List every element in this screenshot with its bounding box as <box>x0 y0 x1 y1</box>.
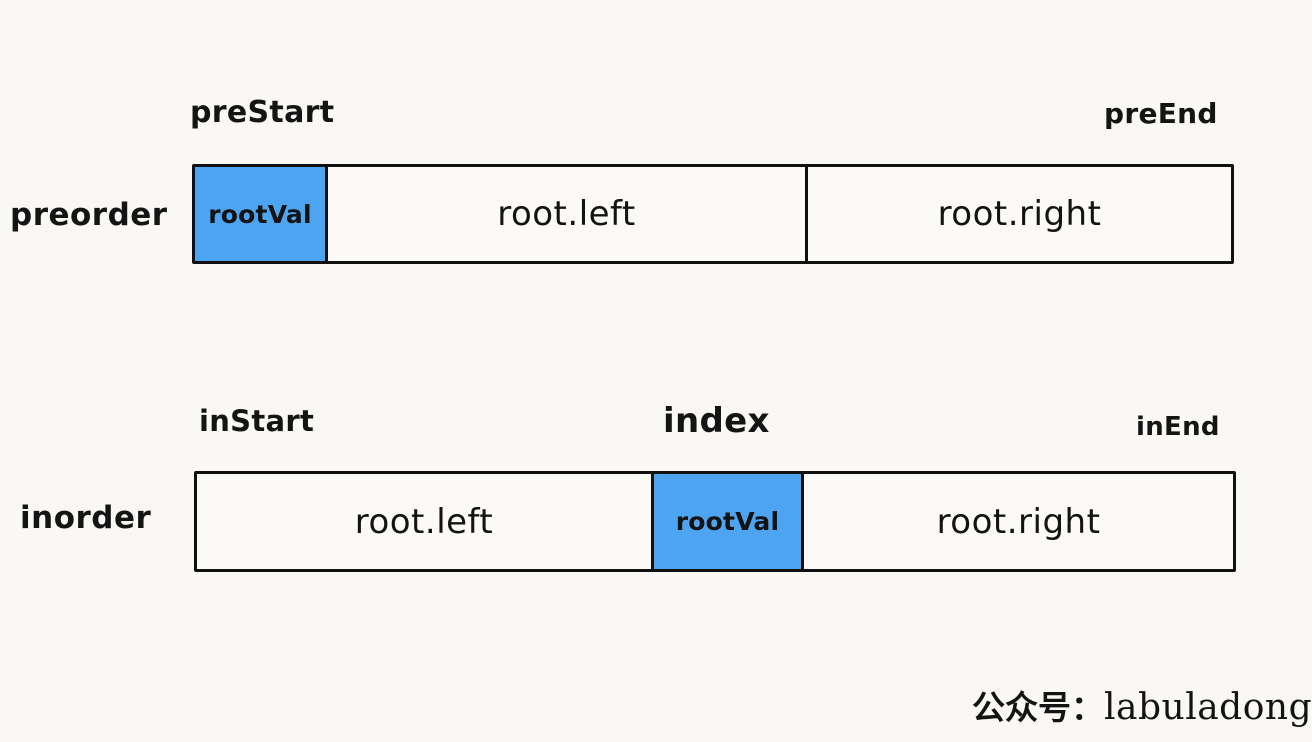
inorder-cell-root-right: root.right <box>801 474 1233 569</box>
pointer-label-preend: preEnd <box>1104 97 1218 130</box>
watermark-prefix: 公众号： <box>972 688 1104 727</box>
watermark: 公众号：labuladong <box>972 690 1312 726</box>
watermark-name: labuladong <box>1104 687 1312 728</box>
preorder-cell-root-right: root.right <box>805 167 1231 261</box>
row-label-preorder: preorder <box>10 197 168 233</box>
pointer-label-index: index <box>663 401 770 441</box>
preorder-cell-rootval: rootVal <box>195 167 325 261</box>
pointer-label-inend: inEnd <box>1136 412 1220 442</box>
pointer-label-prestart: preStart <box>190 95 335 130</box>
inorder-cell-root-left: root.left <box>354 501 494 542</box>
preorder-cell-root-left: root.left <box>325 167 805 261</box>
row-label-inorder: inorder <box>20 500 152 536</box>
inorder-cell-rootval: rootVal <box>651 474 801 569</box>
inorder-array-bar: root.left rootVal root.right <box>194 471 1236 572</box>
preorder-array-bar: rootVal root.left root.right <box>192 164 1234 264</box>
pointer-label-instart: inStart <box>199 404 315 438</box>
